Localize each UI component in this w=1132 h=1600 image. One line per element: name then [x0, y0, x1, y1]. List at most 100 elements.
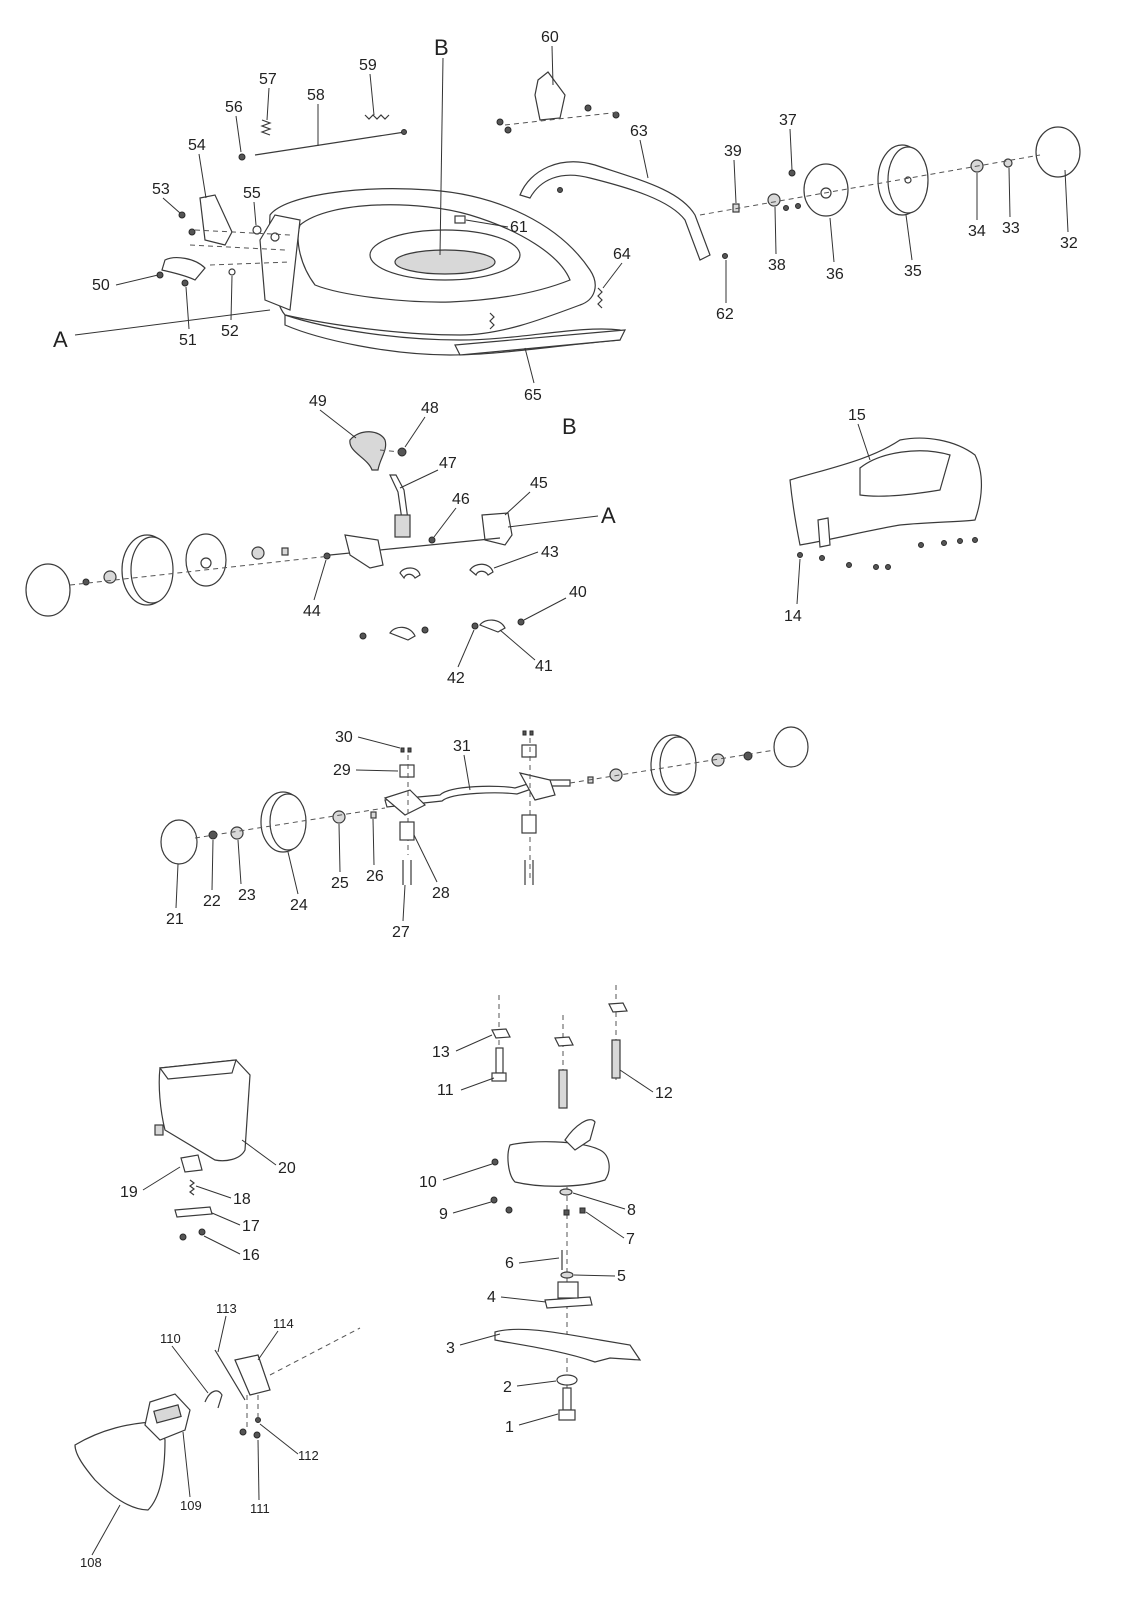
label-59: 59: [359, 57, 377, 74]
chute-20-lip: [158, 1059, 237, 1080]
nut-7: [563, 1209, 570, 1216]
washer-8: [559, 1188, 573, 1196]
leader-113: [217, 1315, 227, 1353]
bracket-lower: [389, 626, 416, 641]
leader-24: [287, 851, 299, 895]
motor-mount-arm: [564, 1119, 596, 1151]
nut-lower-a: [359, 632, 367, 640]
wheel-left-face: [130, 536, 174, 604]
leader-108: [91, 1504, 121, 1556]
leader-20: [241, 1139, 277, 1166]
leader-55: [253, 201, 257, 226]
bolt-60c: [584, 104, 592, 112]
label-64: 64: [613, 246, 631, 263]
label-1: 1: [505, 1419, 514, 1436]
leader-51: [185, 286, 190, 330]
label-47: 47: [439, 455, 457, 472]
leader-30: [357, 736, 401, 749]
label-31: 31: [453, 738, 471, 755]
bolt-40: [517, 618, 525, 626]
leader-12: [619, 1069, 654, 1093]
pin-30c: [522, 730, 527, 736]
spring-64: [597, 287, 603, 309]
leader-25: [338, 823, 341, 873]
label-5: 5: [617, 1268, 626, 1285]
label-37: 37: [779, 112, 797, 129]
label-49: 49: [309, 393, 327, 410]
label-48: 48: [421, 400, 439, 417]
bolt-53: [178, 211, 186, 219]
leader-35: [905, 214, 913, 261]
leader-9: [452, 1201, 492, 1214]
leader-13: [455, 1034, 493, 1052]
chute-20: [158, 1059, 251, 1162]
label-9: 9: [439, 1206, 448, 1223]
screw-14c: [846, 562, 852, 568]
block-28: [399, 821, 415, 841]
leader-52: [230, 275, 233, 321]
labels-section-6: 113 114 110 112 109 111 108: [80, 1301, 319, 1570]
leader-40: [523, 597, 567, 621]
labels-section-1: B A 60 59 57 58 56 63 54 37 39 53 55 61 …: [53, 29, 1078, 404]
height-lever-assembly: [25, 431, 525, 641]
bearing-left: [103, 570, 117, 584]
label-22: 22: [203, 893, 221, 910]
pin-30b: [407, 747, 412, 753]
bolt-44: [323, 552, 331, 560]
leader-14: [796, 558, 801, 605]
callout-letter-b-mid: B: [562, 414, 577, 439]
leader-17: [211, 1212, 241, 1226]
axle-bracket: [344, 534, 384, 569]
nut-62: [722, 253, 728, 259]
axle-arm-right: [518, 772, 556, 801]
leader-11: [460, 1077, 495, 1091]
lever-47: [389, 474, 409, 521]
leader-60: [551, 45, 554, 86]
bolt-lower-b: [421, 626, 429, 634]
label-45: 45: [530, 475, 548, 492]
label-60: 60: [541, 29, 559, 46]
leader-43: [493, 551, 539, 569]
stud-12: [611, 1039, 621, 1079]
label-14: 14: [784, 608, 802, 625]
clip-26: [370, 811, 377, 819]
leader-7: [585, 1211, 625, 1239]
screw-14g: [941, 540, 947, 546]
label-111: 111: [250, 1501, 270, 1516]
label-51: 51: [179, 332, 197, 349]
label-36: 36: [826, 266, 844, 283]
leader-6: [518, 1257, 560, 1264]
bag-108: [74, 1421, 166, 1511]
leader-33: [1008, 167, 1011, 218]
screw-14f: [918, 542, 924, 548]
label-57: 57: [259, 71, 277, 88]
rear-cover-slot: [817, 517, 831, 548]
label-10: 10: [419, 1174, 437, 1191]
label-29: 29: [333, 762, 351, 779]
wheel-right-face: [659, 736, 697, 794]
leader-22: [211, 839, 214, 891]
leader-27: [402, 884, 406, 922]
label-39: 39: [724, 143, 742, 160]
spring-18: [189, 1179, 195, 1196]
bolt-10: [491, 1158, 499, 1166]
leader-8: [572, 1192, 626, 1210]
leader-15: [857, 423, 871, 461]
nut-13: [491, 1028, 511, 1039]
plate-17: [174, 1206, 213, 1218]
screw-14d: [873, 564, 879, 570]
bolt-1: [562, 1387, 572, 1411]
latch-19: [180, 1154, 203, 1173]
leader-31: [463, 754, 471, 791]
label-7: 7: [626, 1231, 635, 1248]
blade-adapter-hub: [557, 1281, 579, 1299]
leader-32: [1064, 169, 1069, 233]
label-63: 63: [630, 123, 648, 140]
pin-63: [557, 187, 563, 193]
bolt-60a: [496, 118, 504, 126]
leader-42: [457, 629, 475, 668]
leader-109: [182, 1431, 191, 1498]
bag-frame-grip: [153, 1404, 182, 1424]
chute-assembly: [154, 1059, 251, 1241]
bearing-38: [767, 193, 781, 207]
